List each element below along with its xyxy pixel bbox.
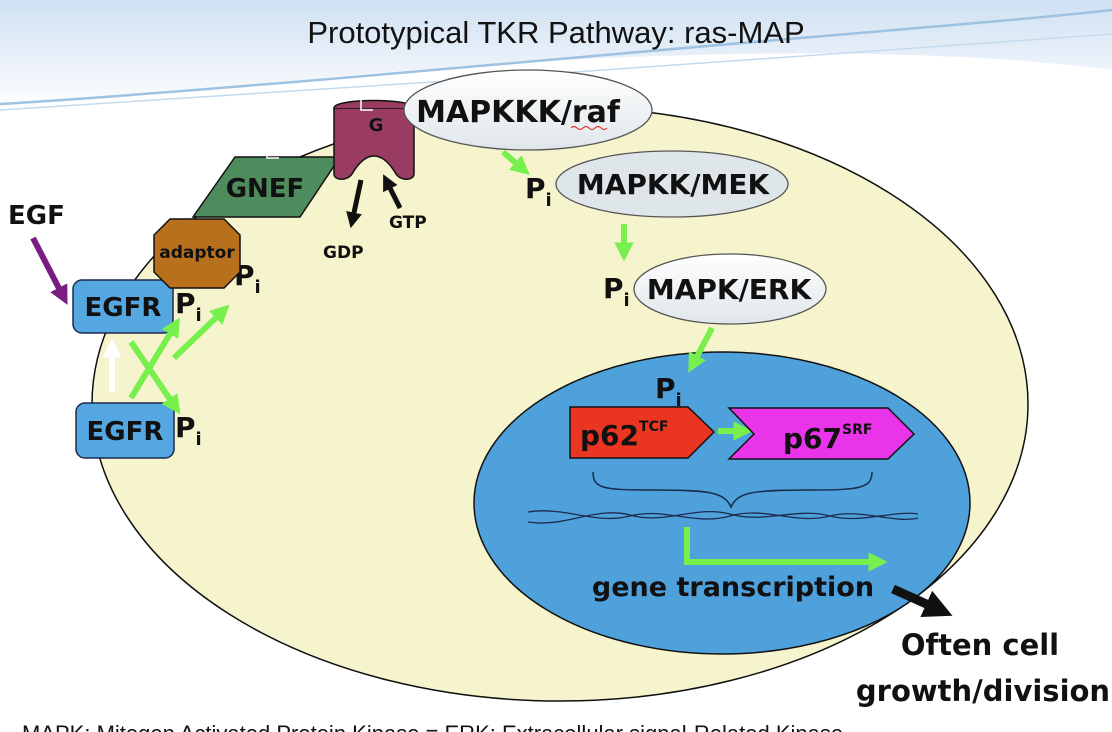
gnef-label: GNEF bbox=[226, 174, 305, 204]
erk-to-nucleus-arrow bbox=[688, 326, 715, 373]
raf-to-mek-arrow bbox=[501, 149, 530, 175]
p62-label: p62TCF bbox=[580, 419, 668, 452]
phosphate-mek: Pi bbox=[525, 172, 552, 211]
gnef-protein: GNEF bbox=[191, 156, 342, 218]
mapkk-label: MAPKK/MEK bbox=[577, 168, 771, 201]
gene-brace bbox=[592, 471, 873, 509]
phosphate-egfr-top: Pi bbox=[175, 287, 202, 326]
transcription-start-arrow bbox=[684, 527, 888, 572]
nucleus bbox=[473, 351, 971, 655]
adaptor-protein: adaptor bbox=[153, 218, 241, 289]
outcome-arrow bbox=[891, 584, 953, 618]
g-corner-mark bbox=[360, 99, 373, 111]
gtp-bind-arrow bbox=[383, 174, 403, 210]
gnef-corner-mark bbox=[258, 142, 279, 159]
mapkk-mek-node bbox=[555, 150, 789, 218]
outcome-line-1: Often cell bbox=[901, 628, 1059, 662]
egfr-receptor-top: EGFR bbox=[72, 279, 174, 334]
gdp-label: GDP bbox=[323, 243, 364, 263]
gtp-label: GTP bbox=[389, 213, 427, 233]
p62-tcf-factor: p62TCF bbox=[569, 406, 716, 459]
phosphate-erk: Pi bbox=[603, 272, 630, 311]
adaptor-label: adaptor bbox=[159, 243, 235, 263]
header-banner bbox=[0, 0, 1112, 111]
outcome-line-2: growth/division bbox=[856, 674, 1110, 708]
g-protein-ras: G bbox=[333, 99, 415, 180]
egfr-receptor-bottom: EGFR bbox=[75, 402, 175, 459]
mapkkk-label: MAPKKK/raf bbox=[416, 95, 621, 130]
slide-title: Prototypical TKR Pathway: ras-MAP bbox=[307, 15, 804, 50]
footer-definition: MAPK: Mitogen Activated Protein Kinase =… bbox=[22, 721, 843, 732]
egfr-top-label: EGFR bbox=[85, 293, 162, 323]
adaptor-recruit-arrow bbox=[171, 304, 230, 361]
gene-transcription-label: gene transcription bbox=[592, 572, 874, 603]
egfr-bottom-label: EGFR bbox=[87, 417, 164, 447]
mapk-label: MAPK/ERK bbox=[647, 273, 813, 306]
egf-binding-arrow bbox=[30, 236, 68, 305]
cross-phosphorylation-arrow-down bbox=[128, 340, 181, 415]
raf-spelling-underline bbox=[570, 125, 608, 131]
p67-srf-factor: p67SRF bbox=[727, 407, 916, 460]
cross-phosphorylation-arrow-up bbox=[128, 317, 180, 400]
mapk-erk-node bbox=[633, 253, 827, 325]
g-protein-label: G bbox=[369, 115, 384, 136]
p67-label: p67SRF bbox=[783, 422, 872, 455]
phosphate-p62: Pi bbox=[655, 372, 682, 411]
dna-strand bbox=[527, 510, 919, 524]
mapkkk-raf-node bbox=[403, 69, 653, 151]
egf-label: EGF bbox=[8, 201, 65, 231]
gdp-release-arrow bbox=[346, 179, 364, 229]
phosphate-egfr-bottom: Pi bbox=[175, 411, 202, 450]
